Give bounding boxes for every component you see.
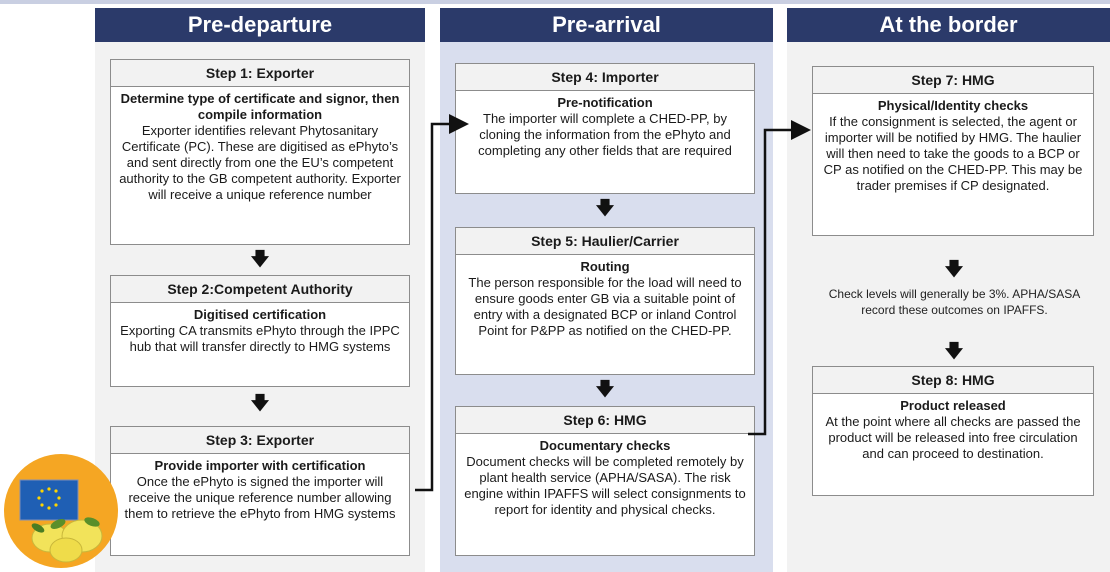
step-subtitle: Routing — [580, 259, 630, 274]
step-3-box: Step 3: Exporter Provide importer with c… — [110, 426, 410, 556]
step-7-box: Step 7: HMG Physical/Identity checks If … — [812, 66, 1094, 236]
check-levels-note: Check levels will generally be 3%. APHA/… — [828, 287, 1081, 317]
step-text: The importer will complete a CHED-PP, by… — [478, 111, 732, 158]
step-text: Exporting CA transmits ePhyto through th… — [120, 323, 400, 354]
down-arrow-icon: 🡇 — [944, 259, 964, 279]
top-rule — [0, 0, 1110, 4]
step-text: The person responsible for the load will… — [468, 275, 742, 338]
down-arrow-icon: 🡇 — [595, 379, 615, 399]
step-title: Step 6: HMG — [456, 407, 754, 434]
eu-lemon-logo — [4, 454, 118, 568]
down-arrow-icon: 🡇 — [250, 393, 270, 413]
step-text: Exporter identifies relevant Phytosanita… — [119, 123, 401, 202]
step-5-box: Step 5: Haulier/Carrier Routing The pers… — [455, 227, 755, 375]
step-subtitle: Pre-notification — [557, 95, 653, 110]
down-arrow-icon: 🡇 — [944, 341, 964, 361]
step-subtitle: Documentary checks — [539, 438, 671, 453]
step-subtitle: Digitised certification — [193, 307, 327, 322]
step-4-box: Step 4: Importer Pre-notification The im… — [455, 63, 755, 194]
step-text: Document checks will be completed remote… — [464, 454, 746, 517]
down-arrow-icon: 🡇 — [250, 249, 270, 269]
step-title: Step 2:Competent Authority — [111, 276, 409, 303]
step-title: Step 7: HMG — [813, 67, 1093, 94]
column-title: At the border — [787, 8, 1110, 42]
step-title: Step 5: Haulier/Carrier — [456, 228, 754, 255]
column-pre-arrival: Pre-arrival Step 4: Importer Pre-notific… — [440, 4, 773, 572]
step-subtitle: Determine type of certificate and signor… — [120, 91, 400, 122]
step-title: Step 8: HMG — [813, 367, 1093, 394]
step-subtitle: Provide importer with certification — [154, 458, 366, 473]
step-8-box: Step 8: HMG Product released At the poin… — [812, 366, 1094, 496]
down-arrow-icon: 🡇 — [595, 198, 615, 218]
column-at-the-border: At the border Step 7: HMG Physical/Ident… — [787, 4, 1110, 572]
column-title: Pre-departure — [95, 8, 425, 42]
step-title: Step 4: Importer — [456, 64, 754, 91]
step-6-box: Step 6: HMG Documentary checks Document … — [455, 406, 755, 556]
step-text: If the consignment is selected, the agen… — [823, 114, 1083, 193]
column-pre-departure: Pre-departure Step 1: Exporter Determine… — [95, 4, 425, 572]
lemon-icon — [31, 517, 103, 563]
step-title: Step 1: Exporter — [111, 60, 409, 87]
step-subtitle: Physical/Identity checks — [877, 98, 1029, 113]
eu-flag-icon — [19, 479, 79, 521]
step-text: At the point where all checks are passed… — [825, 414, 1081, 461]
step-1-box: Step 1: Exporter Determine type of certi… — [110, 59, 410, 245]
step-title: Step 3: Exporter — [111, 427, 409, 454]
step-subtitle: Product released — [900, 398, 1006, 413]
step-2-box: Step 2:Competent Authority Digitised cer… — [110, 275, 410, 387]
column-title: Pre-arrival — [440, 8, 773, 42]
step-text: Once the ePhyto is signed the importer w… — [124, 474, 396, 521]
